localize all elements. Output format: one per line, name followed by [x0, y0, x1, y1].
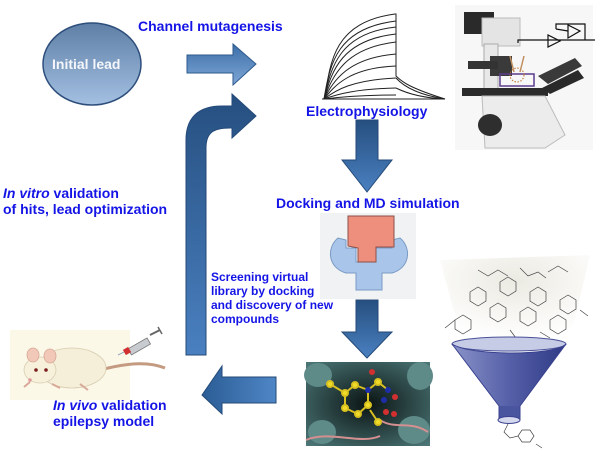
- in-vitro-italic: In vitro: [3, 185, 50, 201]
- in-vivo-line-2: epilepsy model: [53, 413, 155, 429]
- arrow-down-docking: [340, 119, 394, 193]
- in-vivo-italic: In vivo: [53, 397, 98, 413]
- electrophysiology-label: Electrophysiology: [306, 103, 428, 119]
- arrow-bent-in-vitro: [185, 92, 257, 356]
- screening-line-2: library by docking: [211, 284, 315, 298]
- in-vitro-line-2: of hits, lead optimization: [3, 201, 168, 217]
- in-vivo-rest: validation: [97, 397, 167, 413]
- microscope-image: [455, 5, 595, 150]
- in-vivo-label: In vivo validation epilepsy model: [53, 397, 167, 429]
- funnel-image: [440, 255, 590, 449]
- rat-syringe-image: [10, 326, 166, 400]
- docking-icon: [320, 213, 416, 299]
- binding-pocket-image: [304, 362, 433, 446]
- arrow-right-mutagenesis: [186, 42, 257, 87]
- initial-lead-label: Initial lead: [52, 56, 121, 72]
- channel-mutagenesis-label: Channel mutagenesis: [138, 18, 283, 34]
- screening-line-3: and discovery of new: [211, 298, 334, 312]
- in-vitro-rest: validation: [49, 185, 119, 201]
- arrow-left-in-vivo: [201, 364, 277, 416]
- initial-lead-ellipse: [42, 22, 142, 106]
- screening-line-1: Screening virtual: [211, 270, 309, 284]
- in-vitro-label: In vitro validation of hits, lead optimi…: [3, 185, 167, 217]
- screening-line-4: compounds: [211, 312, 279, 326]
- arrow-down-pocket: [340, 299, 394, 359]
- screening-label: Screening virtual library by docking and…: [211, 270, 333, 326]
- syringe-icon: [117, 326, 163, 356]
- docking-md-label: Docking and MD simulation: [276, 195, 460, 211]
- current-traces-image: [322, 13, 446, 100]
